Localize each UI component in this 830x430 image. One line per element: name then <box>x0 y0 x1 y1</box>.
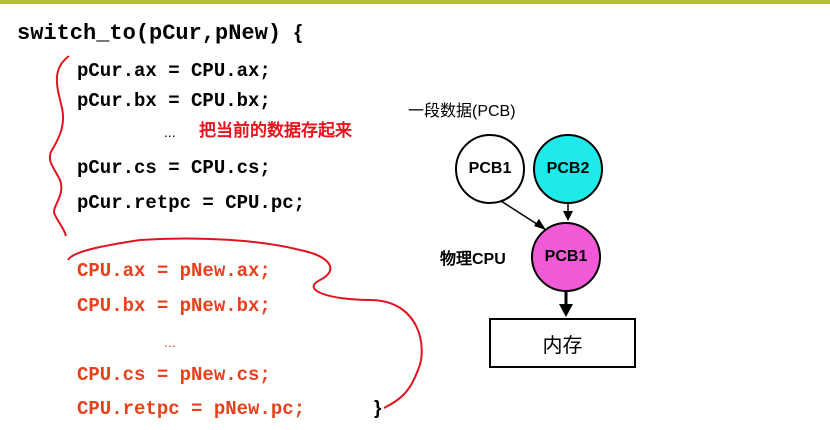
save-bracket-ink <box>48 55 70 237</box>
save-line-ax: pCur.ax = CPU.ax; <box>77 60 271 82</box>
top-rule <box>0 0 830 4</box>
restore-line-ax: CPU.ax = pNew.ax; <box>77 260 271 282</box>
pcb-group-label-text: 一段数据(PCB) <box>408 103 516 120</box>
arrowhead-pcb2-to-cpu <box>563 211 573 221</box>
save-ellipsis: ... <box>164 124 176 140</box>
pcb-group-label: 一段数据(PCB) <box>408 104 516 120</box>
save-line-bx: pCur.bx = CPU.bx; <box>77 90 271 112</box>
restore-line-retpc: CPU.retpc = pNew.pc; <box>77 398 306 420</box>
close-brace: } <box>374 398 382 419</box>
cpu-label: 物理CPU <box>440 251 506 268</box>
arrowhead-cpu-to-memory <box>559 304 573 317</box>
memory-box: 内存 <box>489 318 636 368</box>
pcb1-node: PCB1 <box>455 134 525 204</box>
cpu-node: PCB1 <box>531 222 601 292</box>
save-line-cs: pCur.cs = CPU.cs; <box>77 157 271 179</box>
save-note: 把当前的数据存起来 <box>199 121 352 140</box>
cpu-pcb-label: PCB1 <box>544 248 588 265</box>
memory-label: 内存 <box>542 332 583 357</box>
arrowhead-pcb1-to-cpu <box>534 219 546 230</box>
pcb2-label: PCB2 <box>546 160 590 177</box>
function-name: switch_to(pCur,pNew) <box>17 21 282 46</box>
restore-line-cs: CPU.cs = pNew.cs; <box>77 364 271 386</box>
open-brace: { <box>294 22 303 44</box>
function-signature: switch_to(pCur,pNew) { <box>17 23 302 45</box>
pcb2-node: PCB2 <box>533 134 603 204</box>
save-line-retpc: pCur.retpc = CPU.pc; <box>77 192 306 214</box>
pcb1-label: PCB1 <box>468 160 512 177</box>
restore-ellipsis: ... <box>164 334 176 350</box>
restore-line-bx: CPU.bx = pNew.bx; <box>77 295 271 317</box>
restore-loop-ink <box>67 237 423 409</box>
